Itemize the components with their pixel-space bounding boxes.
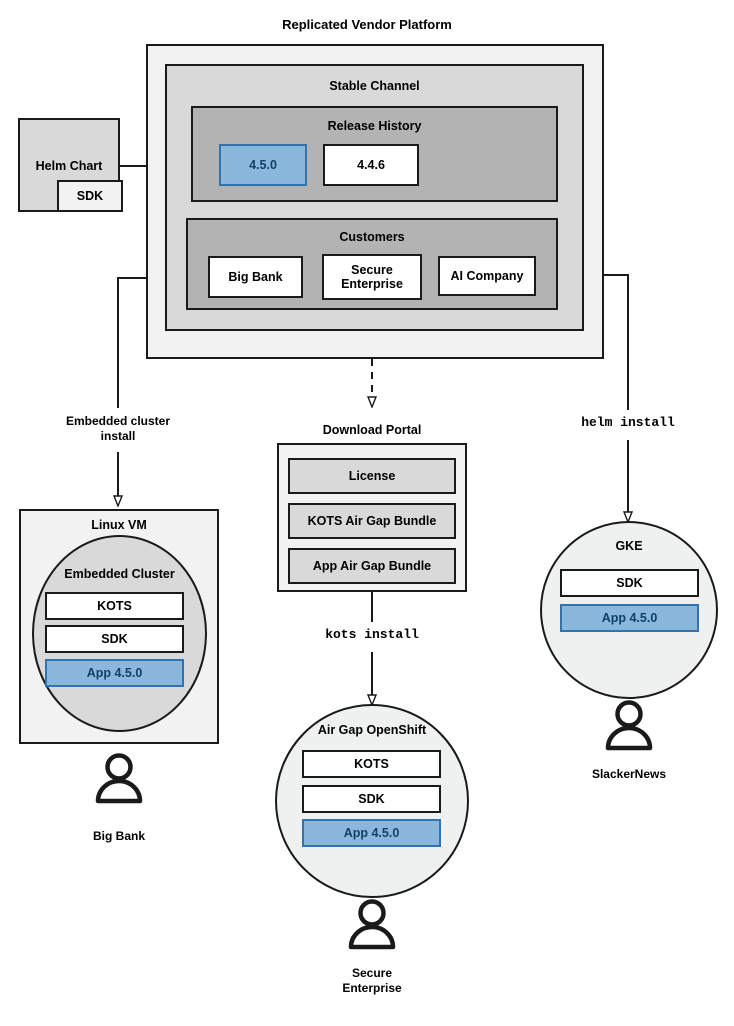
- openshift-component-sdk[interactable]: SDK: [302, 785, 441, 813]
- customer-caption-secure-enterprise: Secure Enterprise: [342, 966, 402, 995]
- person-icon-big-bank: [95, 753, 143, 804]
- helm-chart-label: Helm Chart: [35, 159, 103, 173]
- portal-artifact-license[interactable]: License: [288, 458, 456, 494]
- customer-big-bank[interactable]: Big Bank: [208, 256, 303, 298]
- install-label-helm: helm install: [581, 415, 675, 430]
- stable-channel-label: Stable Channel: [329, 79, 420, 93]
- linuxvm-component-sdk[interactable]: SDK: [45, 625, 184, 653]
- install-label-kots: kots install: [325, 627, 419, 642]
- customer-ai-company[interactable]: AI Company: [438, 256, 536, 296]
- gke-component-app[interactable]: App 4.5.0: [560, 604, 699, 632]
- release-previous[interactable]: 4.4.6: [323, 144, 419, 186]
- helm-chart-sdk-box[interactable]: SDK: [57, 180, 123, 212]
- target-gke-label: GKE: [615, 539, 643, 553]
- download-portal-label: Download Portal: [322, 423, 422, 437]
- gke-component-sdk[interactable]: SDK: [560, 569, 699, 597]
- linuxvm-component-kots[interactable]: KOTS: [45, 592, 184, 620]
- release-history-label: Release History: [327, 119, 422, 133]
- release-current[interactable]: 4.5.0: [219, 144, 307, 186]
- linuxvm-component-app[interactable]: App 4.5.0: [45, 659, 184, 687]
- customer-caption-big-bank: Big Bank: [92, 829, 145, 843]
- install-label-embedded-cluster: Embedded cluster install: [65, 414, 171, 443]
- embedded-cluster-label: Embedded Cluster: [64, 567, 175, 581]
- customer-caption-slackernews: SlackerNews: [591, 767, 667, 781]
- diagram-title: Replicated Vendor Platform: [282, 17, 452, 32]
- openshift-component-kots[interactable]: KOTS: [302, 750, 441, 778]
- person-icon-secure-enterprise: [348, 899, 396, 950]
- customer-secure-enterprise[interactable]: Secure Enterprise: [322, 254, 422, 300]
- target-linux-vm-label: Linux VM: [91, 518, 147, 532]
- customers-label: Customers: [339, 230, 405, 244]
- target-airgap-openshift-label: Air Gap OpenShift: [317, 723, 427, 737]
- openshift-component-app[interactable]: App 4.5.0: [302, 819, 441, 847]
- person-icon-slackernews: [605, 700, 653, 751]
- portal-artifact-app-bundle[interactable]: App Air Gap Bundle: [288, 548, 456, 584]
- portal-artifact-kots-bundle[interactable]: KOTS Air Gap Bundle: [288, 503, 456, 539]
